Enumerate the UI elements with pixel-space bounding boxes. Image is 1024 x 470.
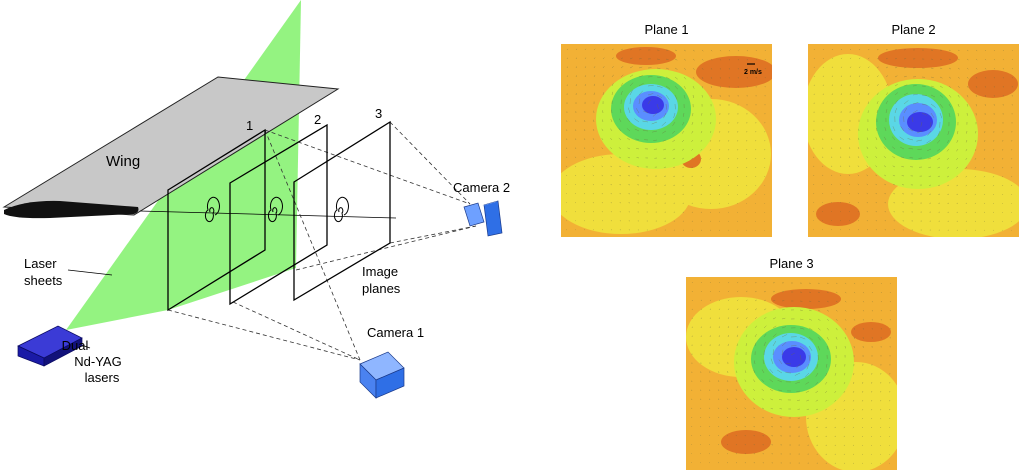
- camera-2-label: Camera 2: [453, 180, 510, 195]
- panel-1-title: Plane 1: [561, 22, 772, 37]
- velocity-field-plane-2-plot: [808, 44, 1019, 237]
- image-planes-label-line2: planes: [362, 281, 401, 296]
- camera-2-icon: [464, 201, 502, 236]
- lasers-label-line3: lasers: [85, 370, 120, 385]
- scale-label: 2 m/s: [744, 69, 762, 76]
- plane-number-3: 3: [375, 106, 382, 121]
- velocity-field-plane-3-plot: [686, 277, 897, 470]
- laser-sheets-label-line1: Laser: [24, 256, 57, 271]
- camera-1-icon: [360, 352, 404, 398]
- image-planes-label-line1: Image: [362, 264, 398, 279]
- panel-3-title: Plane 3: [686, 256, 897, 271]
- plane-number-2: 2: [314, 112, 321, 127]
- panel-2-title: Plane 2: [808, 22, 1019, 37]
- lasers-label-line2: Nd-YAG: [74, 354, 121, 369]
- velocity-field-plane-3: [686, 277, 897, 470]
- experiment-setup-diagram: Wing 1 2 3 Camera 2 Camera 1 Laser sheet…: [0, 0, 540, 469]
- laser-sheets-label-line2: sheets: [24, 273, 63, 288]
- lasers-label-line1: Dual: [62, 338, 89, 353]
- camera-1-label: Camera 1: [367, 325, 424, 340]
- velocity-field-plane-1: 2 m/s: [561, 44, 772, 237]
- wing-label: Wing: [106, 153, 140, 170]
- velocity-field-plane-1-plot: 2 m/s: [561, 44, 772, 237]
- plane-number-1: 1: [246, 118, 253, 133]
- velocity-field-plane-2: [808, 44, 1019, 237]
- vortex-spiral-3: [334, 197, 348, 221]
- laser-sheets-leader: [68, 270, 112, 275]
